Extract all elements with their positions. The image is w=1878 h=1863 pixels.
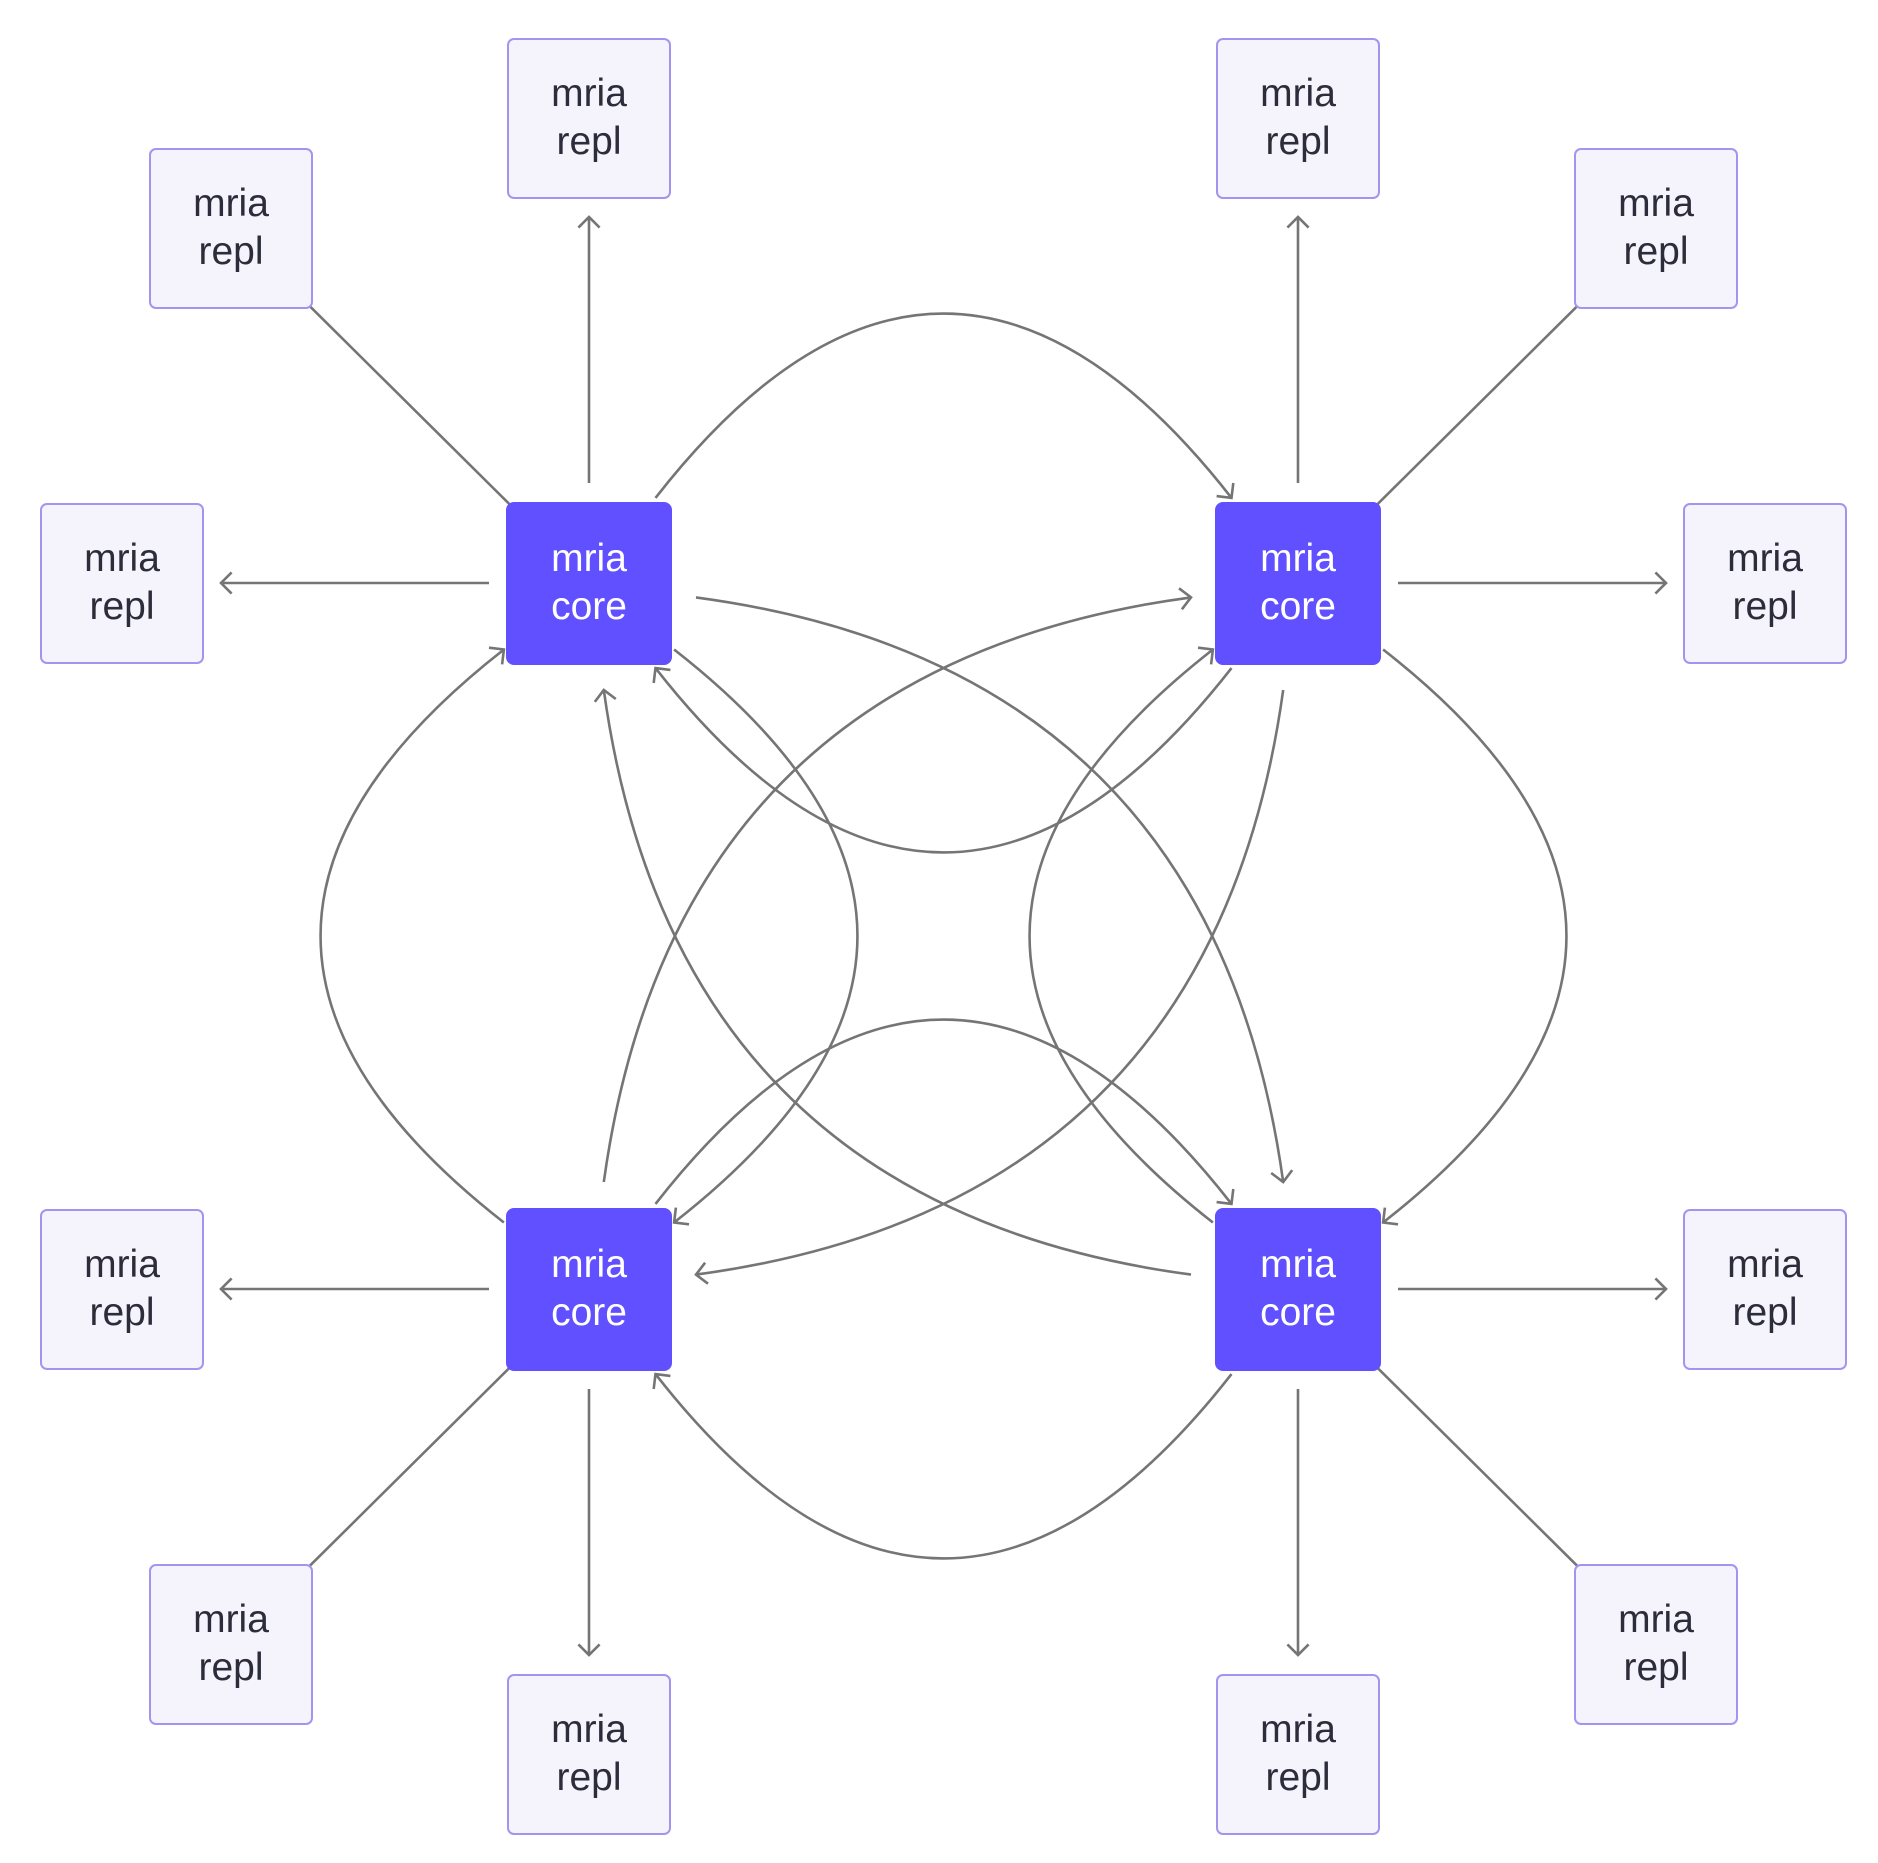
edge-core-br-to-repl-br-se — [1368, 1358, 1614, 1602]
edge-core-br-to-repl-br-s — [1286, 1389, 1310, 1657]
edge-core-tr-to-repl-tr-ne — [1368, 270, 1614, 514]
edge-core-tr-to-core-br — [1381, 648, 1568, 1226]
node-label-line2: repl — [1732, 1291, 1798, 1334]
edge-core-tl-to-repl-tl-nw — [273, 270, 519, 514]
repl-bl-sw-node: mria repl — [149, 1563, 313, 1725]
repl-bl-w-node: mria repl — [40, 1208, 204, 1370]
edge-core-tl-to-repl-tl-n — [577, 215, 601, 483]
edge-core-tr-to-core-tl — [652, 666, 1233, 854]
node-label-line2: repl — [198, 1646, 264, 1689]
core-br-node: mria core — [1215, 1207, 1381, 1371]
edge-core-tl-to-core-bl — [672, 648, 859, 1226]
node-label-line1: mria — [1618, 182, 1694, 225]
edge-core-tr-to-core-bl — [694, 689, 1285, 1285]
node-label-line2: repl — [1265, 120, 1331, 163]
node-label-line1: mria — [1260, 537, 1336, 580]
edge-core-bl-to-repl-bl-sw — [273, 1358, 519, 1602]
edge-core-bl-to-repl-bl-s — [577, 1389, 601, 1657]
edge-core-tl-to-repl-tl-w — [219, 571, 489, 595]
repl-tr-n-node: mria repl — [1216, 37, 1380, 199]
repl-tr-ne-node: mria repl — [1574, 147, 1738, 309]
node-label-line1: mria — [551, 537, 627, 580]
node-label-line2: repl — [1623, 1646, 1689, 1689]
core-tr-node: mria core — [1215, 501, 1381, 665]
node-label-line1: mria — [84, 1243, 160, 1286]
node-label-line2: repl — [1732, 585, 1798, 628]
repl-br-s-node: mria repl — [1216, 1673, 1380, 1835]
edge-core-bl-to-core-tl — [319, 646, 506, 1224]
repl-tl-n-node: mria repl — [507, 37, 671, 199]
edge-core-br-to-core-tl — [593, 688, 1192, 1276]
repl-br-e-node: mria repl — [1683, 1208, 1847, 1370]
edge-core-tl-to-core-tr — [654, 312, 1235, 500]
node-label-line1: mria — [551, 72, 627, 115]
node-label-line2: core — [1260, 585, 1336, 628]
node-label-line1: mria — [193, 1598, 269, 1641]
edge-core-bl-to-core-br — [654, 1018, 1235, 1206]
node-label-line1: mria — [84, 537, 160, 580]
node-label-line2: repl — [198, 230, 264, 273]
node-label-line1: mria — [551, 1243, 627, 1286]
edge-core-bl-to-core-tr — [602, 587, 1193, 1183]
edge-core-bl-to-repl-bl-w — [219, 1277, 489, 1301]
repl-tl-nw-node: mria repl — [149, 147, 313, 309]
node-label-line1: mria — [1727, 537, 1803, 580]
node-label-line2: repl — [556, 1756, 622, 1799]
node-label-line2: repl — [89, 1291, 155, 1334]
node-label-line1: mria — [551, 1708, 627, 1751]
node-label-line2: repl — [89, 585, 155, 628]
edge-core-tl-to-core-br — [695, 596, 1294, 1184]
node-label-line2: repl — [1623, 230, 1689, 273]
edge-core-br-to-repl-br-e — [1398, 1277, 1668, 1301]
node-label-line1: mria — [1727, 1243, 1803, 1286]
node-label-line1: mria — [1618, 1598, 1694, 1641]
core-tl-node: mria core — [506, 501, 672, 665]
repl-br-se-node: mria repl — [1574, 1563, 1738, 1725]
edge-core-tr-to-repl-tr-n — [1286, 215, 1310, 483]
node-label-line1: mria — [1260, 1708, 1336, 1751]
edge-core-tr-to-repl-tr-e — [1398, 571, 1668, 595]
node-label-line2: repl — [556, 120, 622, 163]
repl-tl-w-node: mria repl — [40, 502, 204, 664]
node-label-line1: mria — [1260, 1243, 1336, 1286]
node-label-line1: mria — [193, 182, 269, 225]
repl-tr-e-node: mria repl — [1683, 502, 1847, 664]
node-label-line2: repl — [1265, 1756, 1331, 1799]
node-label-line2: core — [551, 585, 627, 628]
node-label-line2: core — [1260, 1291, 1336, 1334]
edge-core-br-to-core-tr — [1028, 646, 1215, 1224]
core-bl-node: mria core — [506, 1207, 672, 1371]
repl-bl-s-node: mria repl — [507, 1673, 671, 1835]
node-label-line2: core — [551, 1291, 627, 1334]
edge-core-br-to-core-bl — [652, 1372, 1233, 1560]
node-label-line1: mria — [1260, 72, 1336, 115]
